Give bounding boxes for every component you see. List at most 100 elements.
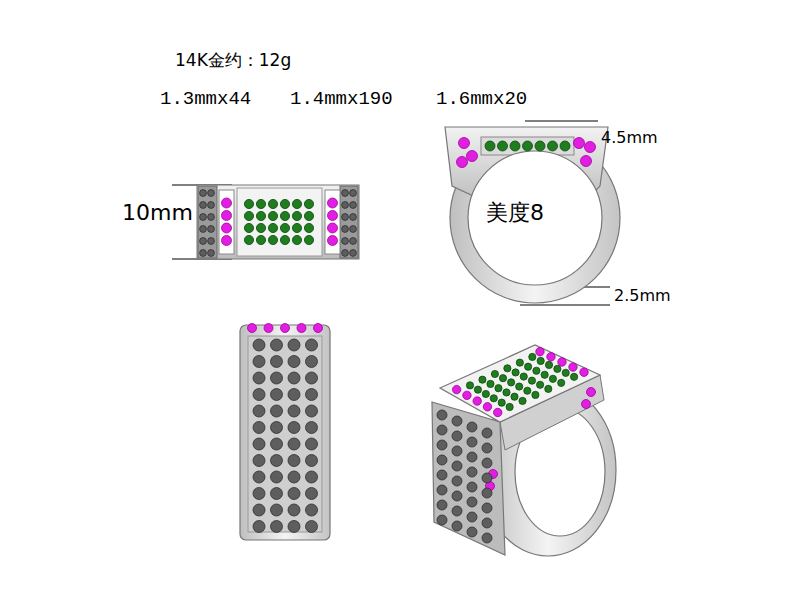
pave-stone <box>253 422 265 434</box>
pave-stone <box>288 339 300 351</box>
green-stone <box>292 211 301 220</box>
pave-stone <box>306 356 318 368</box>
pave-stone <box>253 504 265 516</box>
pave-stone <box>452 476 462 486</box>
pink-stone <box>558 358 566 366</box>
green-stone <box>558 379 565 386</box>
pave-stone <box>200 238 207 245</box>
green-stone <box>537 381 544 388</box>
perspective-view <box>432 345 616 556</box>
pave-stone <box>482 428 492 438</box>
pave-stone <box>482 443 492 453</box>
pave-stone <box>271 389 283 401</box>
pink-stone <box>582 400 591 409</box>
pave-stone <box>482 458 492 468</box>
pink-stone <box>457 157 468 168</box>
pave-stone <box>306 438 318 450</box>
green-stone <box>495 385 502 392</box>
green-stone <box>244 223 253 232</box>
pave-stone <box>437 470 447 480</box>
pave-stone <box>437 425 447 435</box>
green-stone <box>512 369 519 376</box>
green-stone <box>524 387 531 394</box>
pave-stone <box>482 488 492 498</box>
green-stone <box>523 141 533 151</box>
pave-stone <box>467 422 477 432</box>
pave-stone <box>306 471 318 483</box>
pave-stone <box>253 471 265 483</box>
pave-stone <box>306 405 318 417</box>
pink-stone <box>536 347 544 355</box>
pink-stone <box>328 236 338 246</box>
pave-stone <box>452 506 462 516</box>
pave-stone <box>253 488 265 500</box>
pave-stone <box>208 250 215 257</box>
side-view-stones <box>248 324 323 533</box>
pave-stone <box>253 389 265 401</box>
pave-stone <box>437 455 447 465</box>
green-stone <box>510 141 520 151</box>
pave-stone <box>467 527 477 537</box>
green-stone <box>292 199 301 208</box>
green-stone <box>304 199 313 208</box>
pave-stone <box>271 339 283 351</box>
green-stone <box>292 223 301 232</box>
pink-stone <box>248 324 257 333</box>
pave-stone <box>437 500 447 510</box>
pave-stone <box>342 202 349 209</box>
green-stone <box>508 379 515 386</box>
green-stone <box>244 235 253 244</box>
pave-stone <box>306 372 318 384</box>
green-stone <box>516 359 523 366</box>
pave-stone <box>271 438 283 450</box>
green-stone <box>304 223 313 232</box>
green-stone <box>268 199 277 208</box>
pave-stone <box>437 515 447 525</box>
green-stone <box>570 373 577 380</box>
stone-spec: 1.6mmx20 <box>436 90 527 109</box>
green-stone <box>541 371 548 378</box>
pave-stone <box>288 455 300 467</box>
green-stone <box>554 365 561 372</box>
pave-stone <box>342 190 349 197</box>
green-stone <box>498 141 508 151</box>
green-stone <box>548 141 558 151</box>
pave-stone <box>482 473 492 483</box>
pave-stone <box>306 488 318 500</box>
pink-stone <box>574 138 585 149</box>
pave-stone <box>452 431 462 441</box>
pave-stone <box>253 339 265 351</box>
pink-stone <box>494 408 502 416</box>
pink-stone <box>264 324 273 333</box>
green-stone <box>532 391 539 398</box>
pave-stone <box>200 250 207 257</box>
pave-stone <box>482 533 492 543</box>
pave-stone <box>253 356 265 368</box>
green-stone <box>466 382 473 389</box>
green-stone <box>506 403 513 410</box>
green-stone <box>256 235 265 244</box>
pave-stone <box>200 214 207 221</box>
pave-stone <box>306 422 318 434</box>
green-stone <box>280 211 289 220</box>
pave-stone <box>208 226 215 233</box>
stone-spec: 1.4mmx190 <box>290 90 393 109</box>
pave-stone <box>350 226 357 233</box>
pave-stone <box>306 504 318 516</box>
pave-stone <box>271 455 283 467</box>
top-view-stones <box>200 190 357 257</box>
pave-stone <box>253 372 265 384</box>
green-stone <box>292 235 301 244</box>
pink-stone <box>581 156 592 167</box>
pave-stone <box>271 471 283 483</box>
pink-stone <box>569 363 577 371</box>
pink-stone <box>467 151 478 162</box>
pave-stone <box>306 521 318 533</box>
green-stone <box>280 199 289 208</box>
pave-stone <box>452 416 462 426</box>
pink-stone <box>222 223 232 233</box>
pave-stone <box>437 485 447 495</box>
pave-stone <box>342 250 349 257</box>
green-stone <box>504 365 511 372</box>
green-stone <box>304 211 313 220</box>
